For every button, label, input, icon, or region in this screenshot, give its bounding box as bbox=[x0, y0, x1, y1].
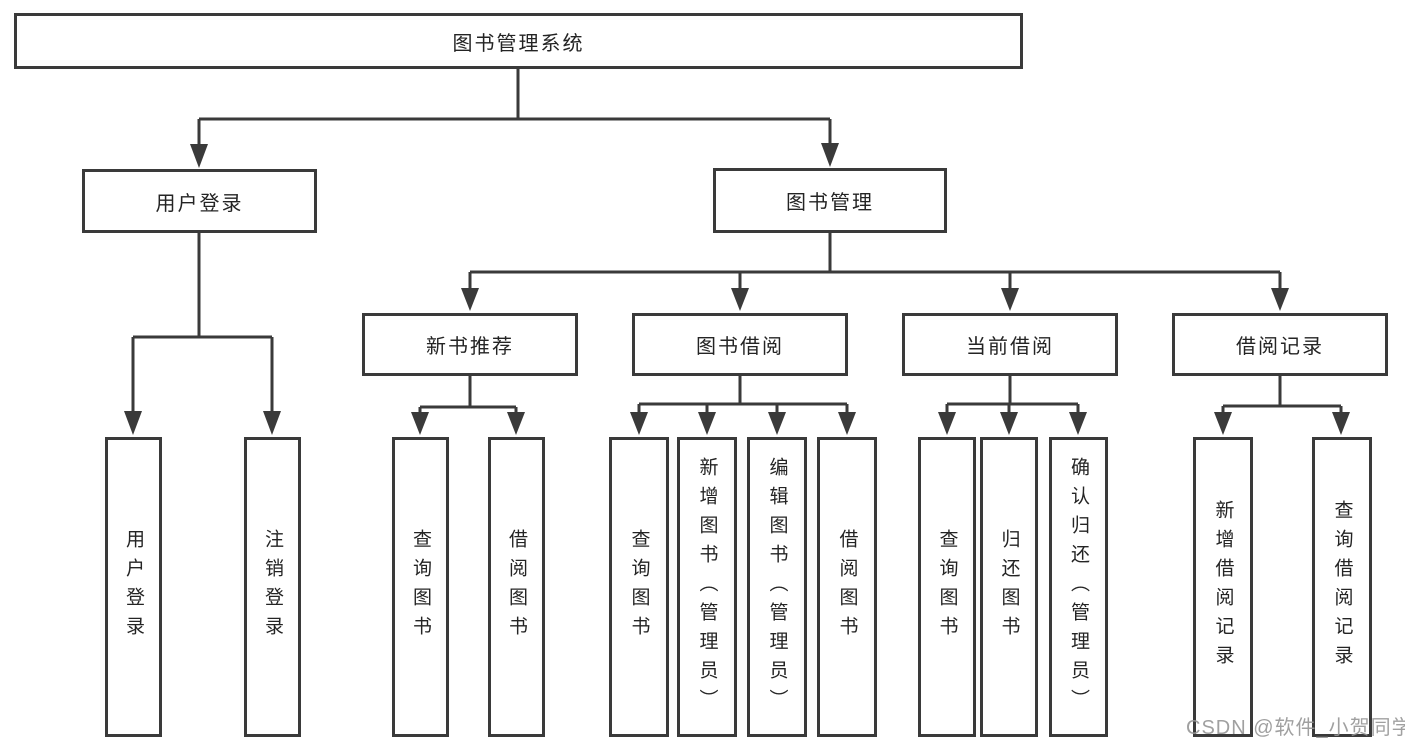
leaf-add-borrow-record-label: 新增借阅记录 bbox=[1212, 500, 1234, 674]
leaf-add-borrow-record: 新增借阅记录 bbox=[1193, 437, 1253, 737]
node-book-borrowing: 图书借阅 bbox=[632, 313, 848, 376]
node-current-borrowing: 当前借阅 bbox=[902, 313, 1118, 376]
arrowhead-new-book-child1 bbox=[411, 412, 429, 435]
arrowhead-book-borrow-child2 bbox=[698, 412, 716, 435]
leaf-edit-book-admin: 编辑图书（管理员） bbox=[747, 437, 807, 737]
leaf-query-book-3-label: 查询图书 bbox=[936, 529, 958, 645]
leaf-query-book-2-label: 查询图书 bbox=[628, 529, 650, 645]
leaf-query-book-1-label: 查询图书 bbox=[410, 529, 431, 645]
leaf-borrow-book-2-label: 借阅图书 bbox=[836, 529, 858, 645]
leaf-confirm-return-admin-label: 确认归还（管理员） bbox=[1068, 456, 1089, 718]
leaf-confirm-return-admin: 确认归还（管理员） bbox=[1049, 437, 1108, 737]
arrowhead-borrow-records bbox=[1271, 288, 1289, 311]
node-user-login-branch: 用户登录 bbox=[82, 169, 317, 233]
arrowhead-user-login bbox=[190, 144, 208, 168]
leaf-borrow-book-1: 借阅图书 bbox=[488, 437, 545, 737]
leaf-return-book: 归还图书 bbox=[980, 437, 1038, 737]
leaf-return-book-label: 归还图书 bbox=[998, 529, 1020, 645]
arrowhead-leaf-logout bbox=[263, 411, 281, 435]
leaf-edit-book-admin-label: 编辑图书（管理员） bbox=[766, 456, 788, 718]
leaf-user-login-label: 用户登录 bbox=[123, 529, 144, 645]
arrowhead-book-borrow bbox=[731, 288, 749, 311]
node-book-management-branch: 图书管理 bbox=[713, 168, 947, 233]
arrowhead-new-book-child2 bbox=[507, 412, 525, 435]
arrowhead-borrow-records-child2 bbox=[1332, 412, 1350, 435]
leaf-user-login: 用户登录 bbox=[105, 437, 162, 737]
csdn-watermark: CSDN @软件_小贺同学 bbox=[1186, 717, 1405, 739]
node-borrowing-records: 借阅记录 bbox=[1172, 313, 1388, 376]
leaf-logout-label: 注销登录 bbox=[262, 529, 283, 645]
arrowhead-leaf-login bbox=[124, 411, 142, 435]
arrowhead-current-borrow-child3 bbox=[1069, 412, 1087, 435]
arrowhead-current-borrow bbox=[1001, 288, 1019, 311]
leaf-query-book-3: 查询图书 bbox=[918, 437, 976, 737]
leaf-add-book-admin: 新增图书（管理员） bbox=[677, 437, 737, 737]
leaf-query-borrow-record-label: 查询借阅记录 bbox=[1331, 500, 1353, 674]
arrowhead-book-borrow-child3 bbox=[768, 412, 786, 435]
arrowhead-book-management bbox=[821, 143, 839, 167]
arrowhead-new-book bbox=[461, 288, 479, 311]
leaf-borrow-book-1-label: 借阅图书 bbox=[506, 529, 527, 645]
leaf-logout: 注销登录 bbox=[244, 437, 301, 737]
leaf-query-book-1: 查询图书 bbox=[392, 437, 449, 737]
leaf-add-book-admin-label: 新增图书（管理员） bbox=[696, 456, 718, 718]
node-system-root: 图书管理系统 bbox=[14, 13, 1023, 69]
arrowhead-book-borrow-child4 bbox=[838, 412, 856, 435]
leaf-query-borrow-record: 查询借阅记录 bbox=[1312, 437, 1372, 737]
leaf-borrow-book-2: 借阅图书 bbox=[817, 437, 877, 737]
arrowhead-current-borrow-child2 bbox=[1000, 412, 1018, 435]
arrowhead-current-borrow-child1 bbox=[938, 412, 956, 435]
node-new-book-recommendation: 新书推荐 bbox=[362, 313, 578, 376]
arrowhead-book-borrow-child1 bbox=[630, 412, 648, 435]
leaf-query-book-2: 查询图书 bbox=[609, 437, 669, 737]
arrowhead-borrow-records-child1 bbox=[1214, 412, 1232, 435]
